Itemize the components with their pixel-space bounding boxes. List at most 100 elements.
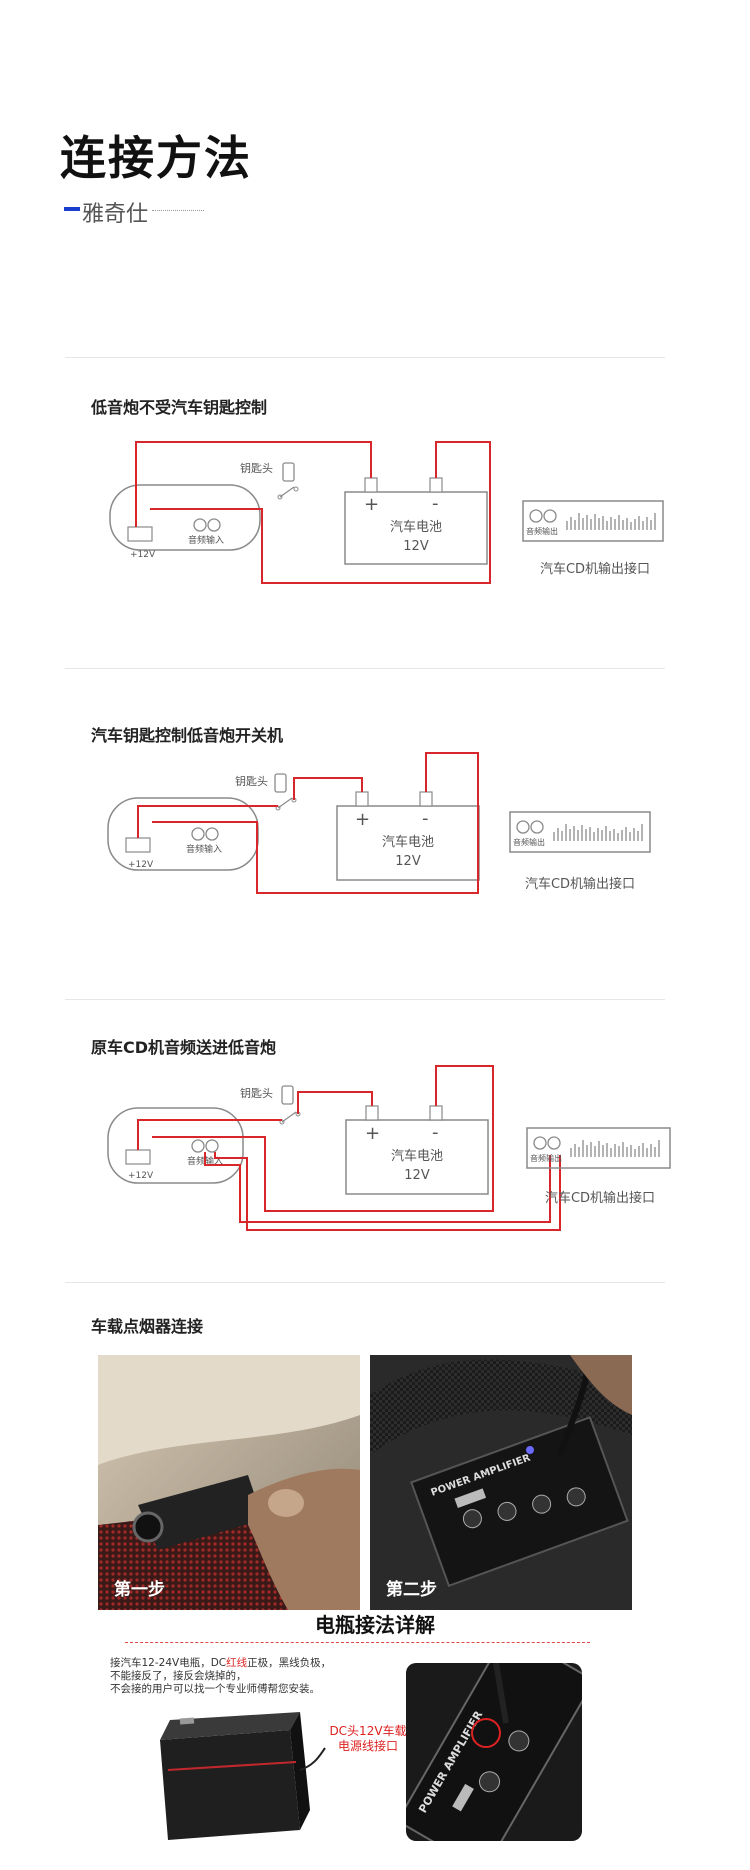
audio-out-label: 音频输出 [513,837,545,847]
dc-connector-label: DC头12V车载 电源线接口 [329,1724,407,1753]
battery-plus-label: + [365,1123,380,1144]
cd-out-jack-r [547,1136,561,1150]
audio-signal-wire-r [214,1152,561,1231]
brand-accent-bar [64,207,80,211]
cd-out-jack-l [529,509,543,523]
battery-label: 汽车电池 [382,834,434,850]
negative-wire [152,752,479,894]
battery-minus-label: - [432,1122,439,1143]
page-title: 连接方法 [60,131,252,185]
key-icon [274,773,287,793]
car-battery [336,805,480,881]
audio-signal-wire-l [204,1152,551,1223]
audio-in-jack-r [205,827,219,841]
battery-plus-label: + [364,494,379,515]
wiring-diagram-cd-audio: +12V 音频输入 钥匙头 + - 汽车电池 12V 音频输出 汽车CD机输出接… [107,1065,671,1231]
dc-input-photo: POWER AMPLIFIER [406,1663,582,1841]
instruction-line-2: 不能接反了，接反会烧掉的， [110,1670,247,1682]
cd-equalizer-display [566,513,656,530]
car-cd-unit [509,811,651,853]
power-terminal [125,837,151,853]
car-cd-unit [526,1127,671,1169]
battery-instructions: 接汽车12-24V电瓶，DC红线正极，黑线负极， 不能接反了，接反会烧掉的， 不… [110,1657,331,1696]
brand-name: 雅奇仕 [82,202,149,227]
brand-dotted-rule [152,210,204,211]
key-label: 钥匙头 [240,1086,273,1100]
audio-in-jack-l [191,827,205,841]
instruction-line-1: 接汽车12-24V电瓶，DC红线正极，黑线负极， [110,1657,332,1669]
key-icon [281,1085,294,1105]
step2-photo: POWER AMPLIFIER 第二步 [370,1355,632,1610]
battery-minus-label: - [422,808,429,829]
car-battery [345,1119,489,1195]
key-switch [277,797,293,809]
battery-plus-terminal [365,1105,379,1121]
battery-plus-label: + [355,809,370,830]
audio-in-jack-r [207,518,221,532]
cd-output-label: 汽车CD机输出接口 [540,561,650,577]
cd-equalizer-display [570,1140,660,1157]
step2-label: 第二步 [386,1580,437,1600]
step1-label: 第一步 [114,1580,165,1600]
cd-output-label: 汽车CD机输出接口 [525,876,635,892]
cd-out-jack-r [543,509,557,523]
negative-wire [152,1065,494,1212]
power-terminal [127,526,153,542]
battery-label: 汽车电池 [390,519,442,535]
detail-dashed-rule [125,1642,590,1643]
audio-in-jack-r [205,1139,219,1153]
negative-wire [150,441,491,584]
subwoofer-amp-outline [107,1107,244,1184]
battery-plus-terminal [355,791,369,807]
audio-in-label: 音频输入 [186,843,222,855]
battery-voltage: 12V [395,854,421,869]
section-title-cd-audio: 原车CD机音频送进低音炮 [91,1038,277,1057]
section-title-cigarette-lighter: 车载点烟器连接 [91,1317,204,1336]
power-terminal [125,1149,151,1165]
cd-output-label: 汽车CD机输出接口 [545,1190,655,1206]
car-battery [344,491,488,565]
section-title-no-key: 低音炮不受汽车钥匙控制 [91,398,268,417]
battery-minus-terminal [429,477,443,493]
section-title-key-control: 汽车钥匙控制低音炮开关机 [91,726,284,745]
battery-voltage: 12V [403,539,429,554]
battery-minus-terminal [419,791,433,807]
cd-equalizer-display [553,824,643,841]
amp-power-label: +12V [128,860,154,870]
audio-out-label: 音频输出 [526,526,558,536]
key-label: 钥匙头 [240,461,273,475]
wiring-diagram-no-key: +12V 音频输入 钥匙头 + - 汽车电池 12V 音频输出 汽车CD机输出接… [109,441,664,584]
section-divider [65,999,665,1000]
switched-positive-wire [137,1119,282,1150]
cd-out-jack-l [533,1136,547,1150]
section-divider [65,357,665,358]
step1-illustration [98,1355,360,1610]
amp-power-label: +12V [130,550,156,560]
cd-out-jack-l [516,820,530,834]
audio-in-jack-l [193,518,207,532]
battery-minus-label: - [432,493,439,514]
battery-label: 汽车电池 [391,1148,443,1164]
red-wire-text: 红线 [226,1657,248,1669]
battery-plus-terminal [364,477,378,493]
instruction-line-3: 不会接的用户可以找一个专业师傅帮您安装。 [110,1683,320,1695]
section-divider [65,1282,665,1283]
key-switch [281,1111,297,1123]
audio-in-label: 音频输入 [188,534,224,546]
key-to-battery-wire [297,1091,373,1114]
key-icon [282,462,295,482]
step2-illustration: POWER AMPLIFIER [370,1355,632,1610]
battery-detail-title: 电瓶接法详解 [315,1613,435,1637]
battery-voltage: 12V [404,1168,430,1183]
cd-out-jack-r [530,820,544,834]
audio-out-label: 音频输出 [530,1153,562,1163]
key-switch [279,486,295,498]
switched-positive-wire [137,805,278,838]
wiring-diagram-key-control: +12V 音频输入 钥匙头 + - 汽车电池 12V 音频输出 汽车CD机输出接… [107,752,651,894]
subwoofer-amp-outline [109,484,261,551]
battery-illustration [160,1712,326,1840]
step1-photo: 第一步 [98,1355,360,1610]
positive-wire [135,441,372,527]
car-cd-unit [522,500,664,542]
battery-minus-terminal [429,1105,443,1121]
